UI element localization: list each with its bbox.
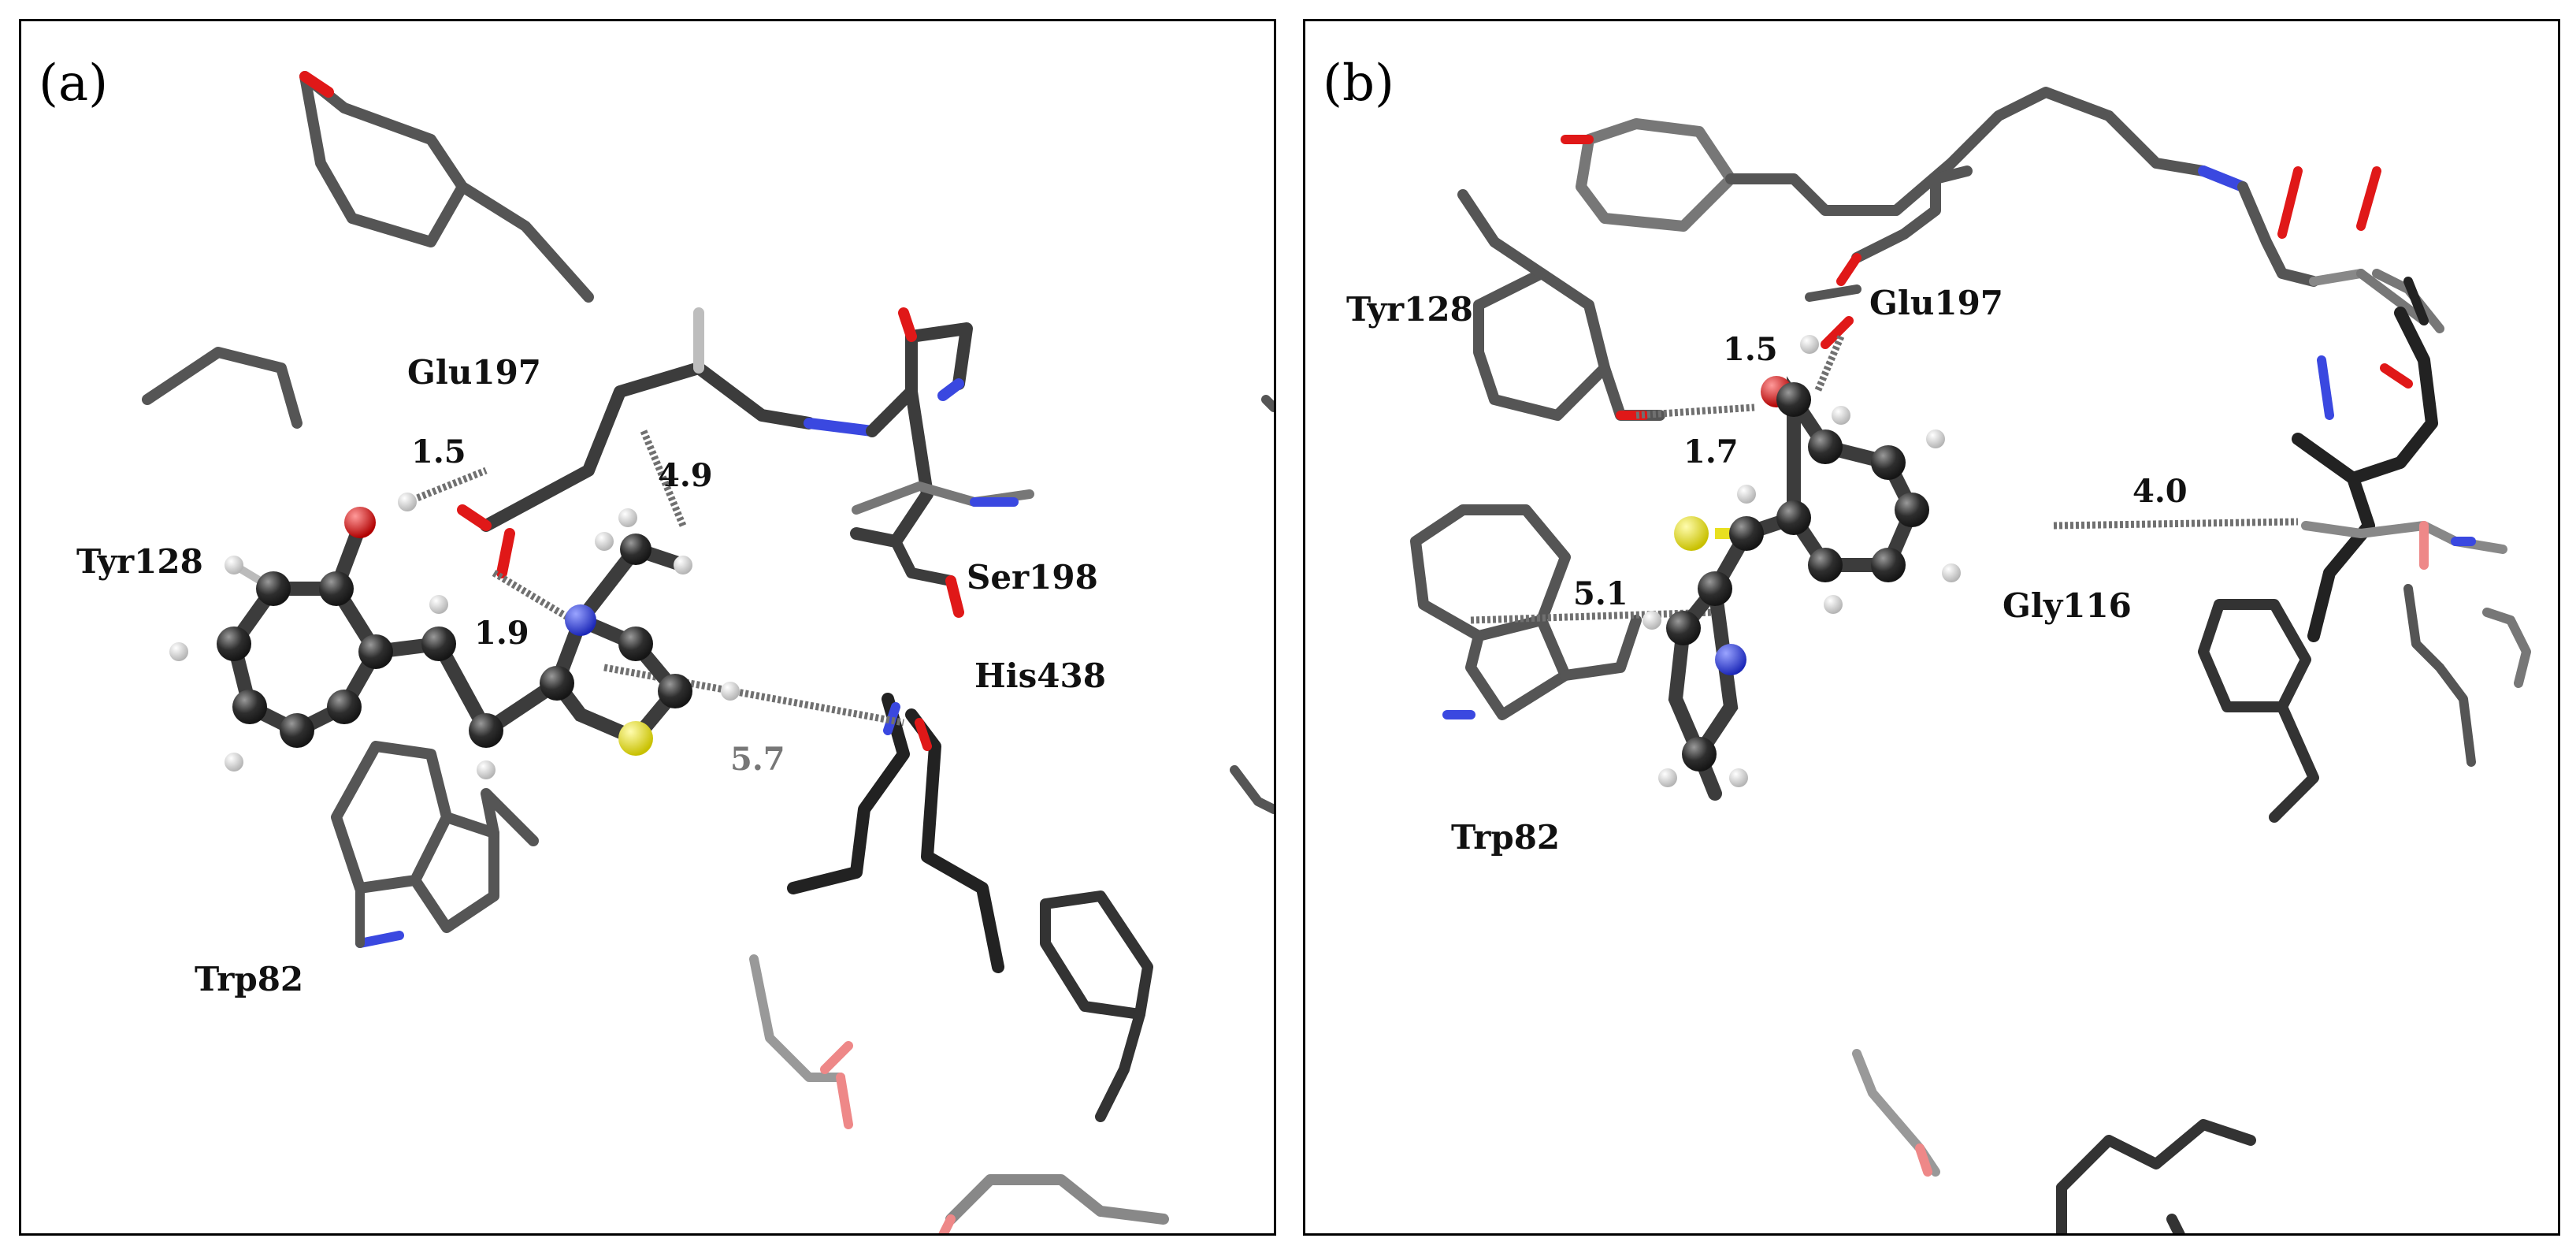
hydrogen-atom: [618, 508, 637, 527]
oxygen-atom: [344, 507, 376, 538]
distance-label: 4.9: [658, 457, 713, 494]
carbon-atom: [1808, 548, 1843, 582]
carbon-atom: [280, 713, 314, 748]
residue-label-glu197: Glu197: [407, 353, 541, 392]
hydrogen-atom: [1824, 595, 1843, 614]
distance-label: 5.7: [730, 741, 785, 778]
distance-label: 1.9: [474, 615, 529, 652]
carbon-atom: [1776, 382, 1811, 417]
carbon-atom: [217, 626, 251, 661]
carbon-atom: [421, 626, 456, 661]
carbon-atom: [1682, 737, 1717, 772]
residue-label-trp82: Trp82: [195, 960, 303, 998]
background-residues: [142, 71, 1274, 1233]
carbon-atom: [658, 674, 692, 708]
hydrogen-atom: [1942, 563, 1961, 582]
panel-label: (b): [1323, 54, 1394, 113]
distance-lines: [406, 429, 904, 727]
carbon-atom: [1776, 500, 1811, 535]
carbon-atom: [1698, 571, 1732, 606]
sulfur-atom: [1674, 516, 1709, 551]
hydrogen-atom: [674, 556, 692, 574]
carbon-atom: [1729, 516, 1764, 551]
residue-label-ser198: Ser198: [967, 558, 1098, 597]
carbon-atom: [1871, 445, 1906, 480]
panel-label: (a): [39, 54, 108, 113]
carbon-atom: [256, 571, 291, 606]
sulfur-atom: [618, 721, 653, 756]
carbon-atom: [319, 571, 354, 606]
ligand-b: [1642, 335, 1961, 801]
hydrogen-atom: [721, 682, 740, 701]
residue-label-tyr128: Tyr128: [76, 542, 203, 581]
residue-label-gly116: Gly116: [2003, 586, 2132, 625]
ligand-a: [169, 493, 740, 779]
distance-label: 1.5: [1723, 331, 1778, 368]
hydrogen-atom: [169, 642, 188, 661]
distance-label: 4.0: [2132, 473, 2188, 510]
carbon-atom: [540, 666, 574, 701]
hydrogen-atom: [595, 532, 614, 551]
nitrogen-atom: [565, 604, 596, 636]
residue-label-trp82: Trp82: [1451, 818, 1560, 857]
carbon-atom: [1666, 611, 1701, 645]
carbon-atom: [618, 626, 653, 661]
hydrogen-atom: [1658, 768, 1677, 787]
hydrogen-atom: [1832, 406, 1850, 425]
panel-b: (b) Tyr128 Glu197 Gly116 Trp82 1.5 1.7 4…: [1303, 19, 2560, 1236]
panel-a-scene: (a) Glu197 Tyr128 Ser198 His438 Trp82 1.…: [39, 54, 1274, 1233]
hydrogen-atom: [1729, 768, 1748, 787]
carbon-atom: [232, 690, 267, 724]
hydrogen-atom: [225, 753, 243, 772]
distance-label: 5.1: [1573, 575, 1628, 612]
distance-lines: [1470, 335, 2299, 624]
hydrogen-atom: [1926, 429, 1945, 448]
distance-label: 1.5: [411, 433, 466, 470]
background-residues: [1410, 87, 2531, 1233]
carbon-atom: [1808, 429, 1843, 464]
residue-label-glu197: Glu197: [1869, 284, 2003, 322]
distance-label: 1.7: [1683, 433, 1739, 470]
hydrogen-atom: [429, 595, 448, 614]
carbon-atom: [469, 713, 503, 748]
carbon-atom: [1871, 548, 1906, 582]
carbon-atom: [358, 634, 393, 669]
hydrogen-atom: [1800, 335, 1819, 354]
hydrogen-atom: [1642, 611, 1661, 630]
hydrogen-atom: [1737, 485, 1756, 504]
panel-a: (a) Glu197 Tyr128 Ser198 His438 Trp82 1.…: [19, 19, 1276, 1236]
nitrogen-atom: [1715, 644, 1746, 675]
panel-b-scene: (b) Tyr128 Glu197 Gly116 Trp82 1.5 1.7 4…: [1323, 54, 2531, 1233]
carbon-atom: [327, 690, 362, 724]
carbon-atom: [620, 534, 651, 565]
residue-label-his438: His438: [974, 656, 1106, 695]
hydrogen-atom: [225, 556, 243, 574]
hydrogen-atom: [477, 760, 496, 779]
residue-label-tyr128: Tyr128: [1346, 290, 1473, 329]
carbon-atom: [1895, 493, 1929, 527]
hydrogen-atom: [398, 493, 417, 511]
